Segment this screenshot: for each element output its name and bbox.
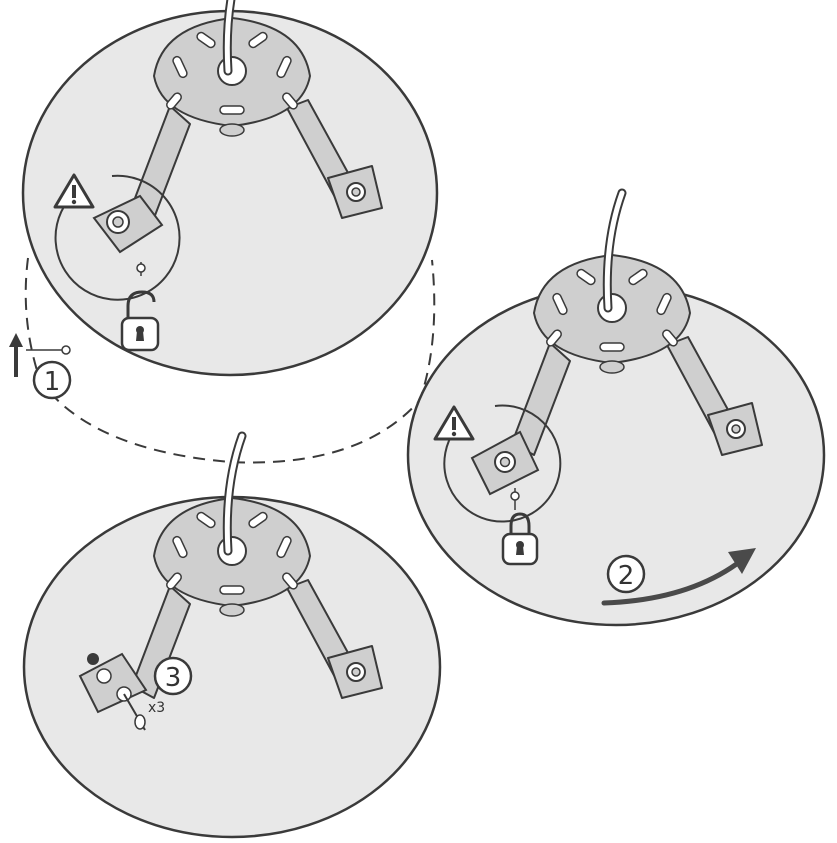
- screw-quantity: x3: [148, 700, 165, 716]
- step-1-panel: 1: [9, 0, 439, 464]
- highlight-circle-2: [443, 404, 562, 523]
- step-3-badge: 3: [153, 656, 193, 696]
- step-2-panel: 2: [406, 193, 826, 627]
- screw-icon: [87, 653, 146, 731]
- rotation-arrow-icon: [601, 557, 745, 606]
- svg-text:3: 3: [165, 663, 182, 693]
- step-2-badge: 2: [606, 554, 646, 594]
- svg-text:2: 2: [618, 561, 635, 591]
- step-1-badge: 1: [32, 360, 72, 400]
- lift-arrow-icon: [9, 333, 71, 377]
- unlock-icon: [120, 290, 160, 352]
- step-3-panel: x3 3: [22, 436, 442, 839]
- highlight-circle-1: [54, 174, 181, 301]
- svg-text:1: 1: [44, 367, 61, 397]
